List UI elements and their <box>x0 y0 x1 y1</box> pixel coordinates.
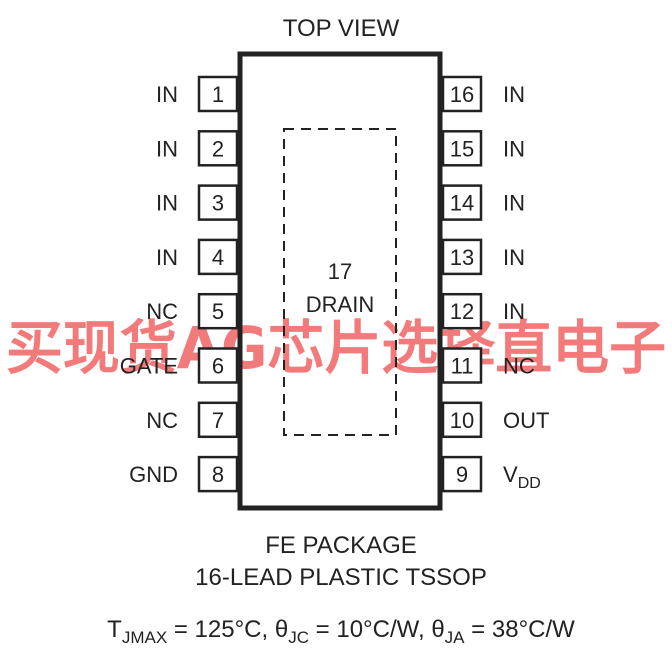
theta-jc-subscript: JC <box>288 628 309 647</box>
theta-ja-value: = 38°C/W <box>465 616 576 643</box>
pin-number: 11 <box>451 354 474 379</box>
tjmax-subscript: JMAX <box>122 628 167 647</box>
pin-name-text: GND <box>129 462 178 487</box>
pin-box <box>441 75 483 113</box>
pin-name: OUT <box>503 408 549 433</box>
pin-box <box>441 401 483 439</box>
pin-name-text: IN <box>503 136 525 161</box>
pin-number: 10 <box>450 408 474 433</box>
pin-box <box>197 130 239 167</box>
pin-number: 13 <box>450 245 474 270</box>
pin-name-text: IN <box>503 191 525 216</box>
pin-name: IN <box>156 245 178 270</box>
pin-name-text: OUT <box>503 408 549 433</box>
pin-box <box>441 184 483 221</box>
pin-number: 1 <box>212 82 224 107</box>
pin-name: IN <box>156 136 178 161</box>
theta-ja-symbol: θ <box>431 616 444 643</box>
pin-name-text: V <box>503 462 518 487</box>
theta-jc-value: = 10°C/W, <box>309 616 431 643</box>
pin-name: VDD <box>503 462 541 492</box>
pin-name: NC <box>503 354 535 379</box>
tjmax-value: = 125°C, <box>167 616 275 643</box>
pin-box <box>197 455 239 493</box>
pin-name-text: IN <box>156 191 178 216</box>
pin-number: 7 <box>212 408 224 433</box>
pin-box <box>197 75 239 113</box>
tjmax-symbol: T <box>107 616 122 643</box>
pin-name-text: IN <box>156 82 178 107</box>
pin-name-text: IN <box>503 82 525 107</box>
pin-number: 8 <box>212 462 224 487</box>
exposed-pad-name: DRAIN <box>306 292 374 317</box>
pin-box <box>441 455 483 493</box>
pin-number: 5 <box>212 299 224 324</box>
pin-name: IN <box>156 191 178 216</box>
pin-number: 3 <box>212 191 224 216</box>
pin-box <box>197 184 239 221</box>
top-view-title: TOP VIEW <box>283 15 400 42</box>
pin-number: 14 <box>450 191 474 216</box>
pin-number: 15 <box>450 136 474 161</box>
pin-number: 6 <box>212 354 224 379</box>
pin-name-text: NC <box>503 354 535 379</box>
pin-name: NC <box>146 408 178 433</box>
pin-name-text: IN <box>503 299 525 324</box>
pin-name: GATE <box>120 354 178 379</box>
pin-number: 4 <box>212 245 224 270</box>
pin-box <box>441 347 483 384</box>
pin-name-text: NC <box>146 408 178 433</box>
pin-name: NC <box>146 299 178 324</box>
pin-number: 16 <box>450 82 474 107</box>
pin-number: 12 <box>450 299 474 324</box>
pin-name-subscript: DD <box>518 475 541 492</box>
pin-name: IN <box>503 299 525 324</box>
pin-name-text: IN <box>156 136 178 161</box>
pin-name-text: IN <box>156 245 178 270</box>
pin-name: GND <box>129 462 178 487</box>
pin-name-text: GATE <box>120 354 178 379</box>
pin-number: 2 <box>212 136 224 161</box>
package-name: FE PACKAGE <box>265 532 417 559</box>
watermark-text: 买现货AG芯片选择直电子 <box>6 314 666 382</box>
pin-box <box>441 292 483 330</box>
package-body <box>237 51 443 511</box>
theta-jc-symbol: θ <box>275 616 288 643</box>
pin-name: IN <box>503 245 525 270</box>
package-description: 16-LEAD PLASTIC TSSOP <box>195 564 487 591</box>
pin-name-text: IN <box>503 245 525 270</box>
pin-number: 9 <box>456 462 468 487</box>
pin-box <box>197 347 239 384</box>
pin-box <box>441 130 483 167</box>
thermal-specs: TJMAX = 125°C, θJC = 10°C/W, θJA = 38°C/… <box>107 616 575 647</box>
pin-name: IN <box>503 82 525 107</box>
exposed-pad-number: 17 <box>328 259 352 284</box>
pin-box <box>197 292 239 330</box>
pin-box <box>441 238 483 276</box>
pin-name: IN <box>156 82 178 107</box>
pin-name: IN <box>503 136 525 161</box>
exposed-pad <box>283 128 397 436</box>
pin-box <box>197 401 239 439</box>
theta-ja-subscript: JA <box>445 628 466 647</box>
pin-name: IN <box>503 191 525 216</box>
pin-box <box>197 238 239 276</box>
pin-name-text: NC <box>146 299 178 324</box>
